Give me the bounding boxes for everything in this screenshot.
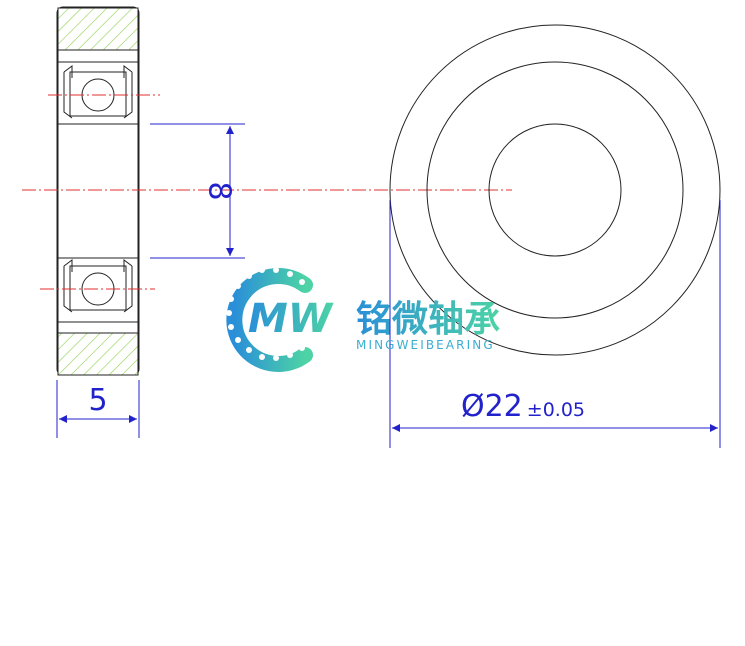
width-label: 5 [88, 383, 107, 418]
bore-circle [488, 123, 622, 257]
centerlines [22, 94, 512, 290]
outer-diameter-value: Ø22 [461, 389, 523, 424]
brand-name-english: MINGWEIBEARING [356, 338, 495, 352]
width-dimension [56, 380, 140, 438]
outer-ring-circle [389, 24, 721, 356]
shield-circle [426, 61, 684, 319]
outer-ring-hatch-top [57, 7, 139, 51]
brand-logo-letters: MW [248, 296, 334, 342]
outer-ring-hatch-bottom [57, 332, 139, 376]
outer-diameter-dimension [389, 200, 721, 448]
outer-diameter-tolerance: ±0.05 [527, 399, 585, 421]
brand-name-chinese: 铭微轴承 [356, 299, 500, 340]
bore-dimension [150, 123, 245, 259]
brand-watermark: MW 铭微轴承 MINGWEIBEARING [226, 267, 500, 372]
bore-diameter-label: 8 [202, 181, 237, 200]
side-section-view [56, 6, 140, 376]
front-view [389, 24, 721, 356]
brand-logo-icon: MW [226, 267, 334, 372]
outer-diameter-label: Ø22±0.05 [461, 389, 585, 424]
